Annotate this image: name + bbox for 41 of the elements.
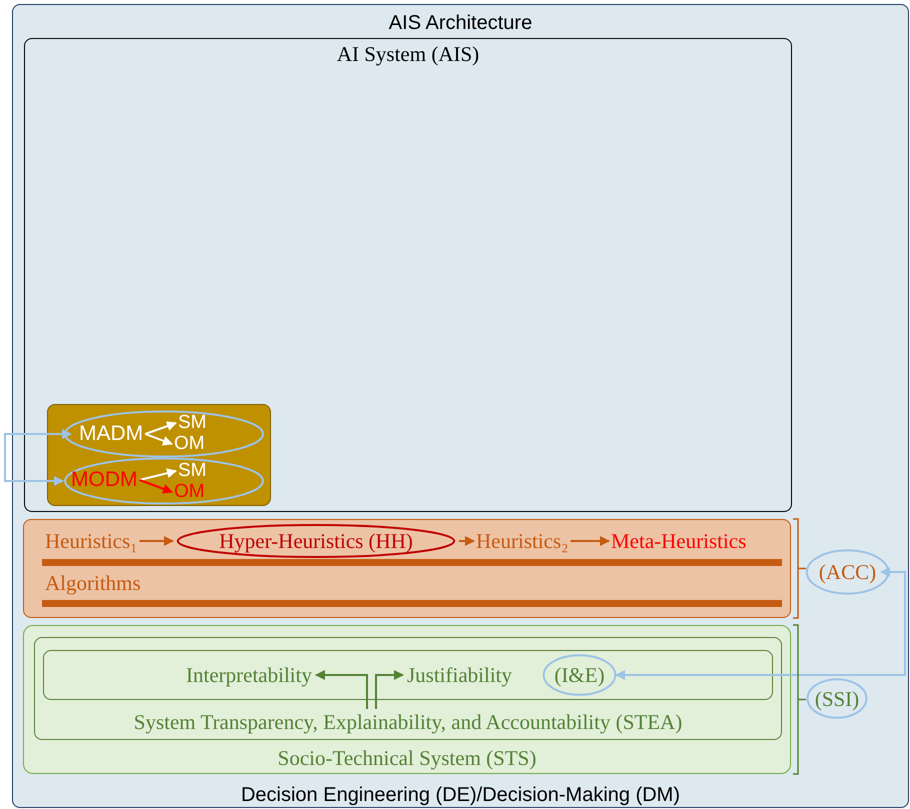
panel [43,650,773,700]
oval-node: (I&E) [543,654,616,696]
group-title: Socio-Technical System (STS) [278,746,536,770]
arrow [144,433,173,446]
arrow [615,567,906,680]
oval-node: (ACC) [806,549,889,595]
arrow [4,429,72,486]
node-label: Algorithms [45,571,141,595]
node-label: Interpretability [186,663,312,687]
panel [23,519,791,618]
node-label: MODM [71,468,138,492]
node-label: Heuristics₂ [476,529,568,553]
arrow [139,536,174,546]
node-label: Justifiability [407,663,512,687]
node-label: OM [174,480,205,504]
node-label: MADM [79,422,144,446]
group-box [24,38,792,512]
oval-frame [63,457,265,505]
oval-node: (SSI) [807,678,867,719]
group-box [23,625,791,774]
group-title: AI System (AIS) [336,42,480,66]
arrow [144,421,177,435]
group-title: Decision Engineering (DE)/Decision-Making (DM) [240,783,680,807]
group-title: AIS Architecture [388,11,532,35]
arrow [139,468,177,481]
group-box [34,637,782,740]
oval-frame [63,410,265,458]
arrow [570,536,610,546]
arrow [139,479,173,494]
node-label: Meta-Heuristics [611,529,746,553]
node-label: Heuristics₁ [45,529,138,553]
group-box [12,4,909,808]
group-title: System Transparency, Explainability, and Accountability (STEA) [134,710,682,734]
oval-node: Hyper-Heuristics (HH) [175,524,457,558]
arrow [459,536,475,546]
arrow [375,670,404,709]
node-label: SM [178,459,206,483]
arrow [314,670,368,709]
node-label: OM [174,432,205,456]
panel [47,404,271,506]
node-label: SM [178,411,206,435]
